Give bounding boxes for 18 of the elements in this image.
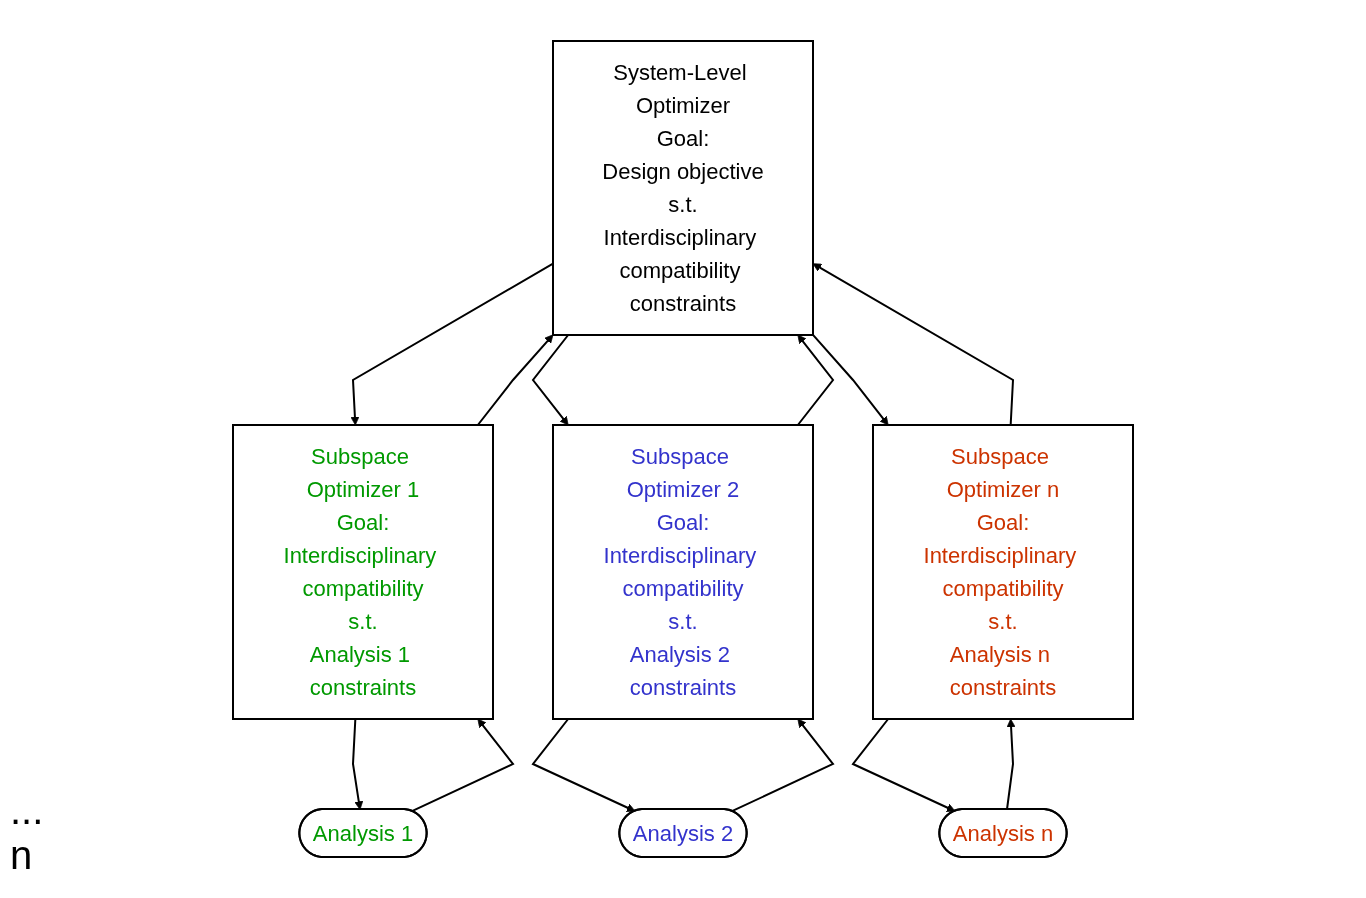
arrow	[851, 718, 956, 812]
arrow	[411, 718, 515, 813]
node-box: Subspace Optimizer n Goal: Interdisciplinary compatibility s.t. Analysis n constraints	[872, 424, 1134, 720]
arrow	[531, 334, 570, 426]
arrow	[476, 334, 554, 426]
arrow	[531, 718, 636, 812]
arrow	[1006, 718, 1016, 811]
arrow	[352, 718, 364, 810]
arrow	[812, 263, 1015, 426]
arrow	[812, 333, 889, 426]
node-box: Subspace Optimizer 1 Goal: Interdisciplinary compatibility s.t. Analysis 1 constraints	[232, 424, 494, 720]
arrow	[731, 718, 835, 813]
arrow	[350, 262, 554, 426]
arrow	[796, 334, 835, 426]
note-text: n	[10, 833, 34, 878]
note-text: ...	[10, 788, 44, 833]
node-box: System-Level Optimizer Goal: Design objective s.t. Interdisciplinary compatibility constraints	[552, 40, 814, 336]
node-box: Subspace Optimizer 2 Goal: Interdisciplinary compatibility s.t. Analysis 2 constraints	[552, 424, 814, 720]
